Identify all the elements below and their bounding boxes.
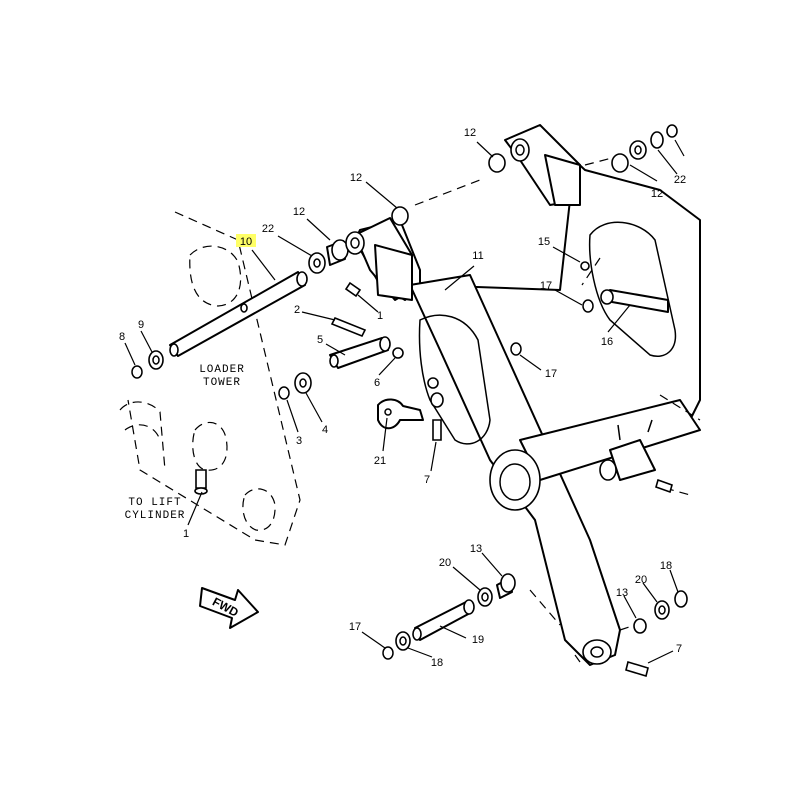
pin-19	[412, 599, 475, 641]
callout-17: 17	[545, 368, 557, 380]
pin-5	[329, 336, 391, 369]
washer-22	[308, 252, 326, 274]
callout-18: 18	[660, 560, 672, 572]
boom-arm	[354, 124, 701, 666]
callout-7: 7	[676, 643, 682, 655]
bushing-12-right	[611, 124, 678, 173]
fitting-7-upper	[427, 377, 444, 441]
grease-fitting-1-bottom	[194, 469, 208, 495]
callout-13: 13	[470, 543, 482, 555]
callout-11: 11	[472, 250, 483, 262]
callout-19: 19	[472, 634, 484, 646]
to-lift-cylinder-line-1: TO LIFT	[128, 497, 181, 509]
bushing-12-top	[391, 138, 530, 226]
callout-17: 17	[349, 621, 361, 633]
callout-12: 12	[464, 127, 476, 139]
plate-21	[377, 398, 424, 430]
ring-17-upper	[582, 299, 594, 313]
callout-20: 20	[439, 557, 451, 569]
callout-13: 13	[616, 587, 628, 599]
callout-3: 3	[296, 435, 302, 447]
washer-18-lower	[395, 631, 411, 651]
callout-22: 22	[262, 223, 274, 235]
leader-lines	[124, 139, 685, 664]
callout-10: 10	[240, 236, 252, 248]
to-lift-cylinder-label: TO LIFT CYLINDER	[125, 497, 186, 522]
lever-16	[600, 289, 669, 313]
callout-7: 7	[424, 474, 430, 486]
callout-22: 22	[674, 174, 686, 186]
bushing-13-lower	[496, 573, 516, 599]
callout-21: 21	[374, 455, 386, 467]
fitting-15	[580, 261, 590, 271]
callout-4: 4	[322, 424, 328, 436]
loader-tower-line-1: LOADER	[199, 364, 245, 376]
pin-10	[169, 271, 308, 357]
callout-1: 1	[377, 310, 383, 322]
callout-15: 15	[538, 236, 550, 248]
callout-labels: 10 22 12 12 12 12 22 15 11 17 16 17 8 9 …	[119, 127, 686, 669]
callout-18: 18	[431, 657, 443, 669]
callout-12: 12	[651, 188, 663, 200]
washer-4	[294, 372, 312, 394]
to-lift-cylinder-line-2: CYLINDER	[125, 510, 186, 522]
callout-5: 5	[317, 334, 323, 346]
loader-tower-label: LOADER TOWER	[199, 364, 245, 389]
callout-20: 20	[635, 574, 647, 586]
loader-tower-line-2: TOWER	[203, 377, 241, 389]
callout-17: 17	[540, 280, 552, 292]
ring-17-middle	[510, 342, 522, 356]
fitting-right-side	[655, 478, 673, 494]
ring-3	[278, 386, 290, 400]
retainer-ring-8	[131, 365, 143, 379]
callout-1: 1	[183, 528, 189, 540]
callout-8: 8	[119, 331, 125, 343]
callout-highlight	[236, 234, 256, 247]
forward-direction-arrow: FWD	[199, 587, 259, 629]
bushing-12-left	[326, 231, 365, 266]
callout-12: 12	[293, 206, 305, 218]
washer-20-lower	[477, 587, 493, 607]
bolt-2	[330, 316, 367, 338]
washer-9	[148, 350, 164, 370]
bushing-13-right	[633, 618, 647, 634]
washer-18-right	[674, 590, 688, 608]
washer-20-right	[654, 600, 670, 620]
nut-6	[392, 347, 404, 359]
callout-6: 6	[374, 377, 380, 389]
grease-fitting-1-top	[344, 281, 362, 298]
callout-2: 2	[294, 304, 300, 316]
callout-12: 12	[350, 172, 362, 184]
ring-17-lower	[382, 646, 394, 660]
callout-9: 9	[138, 319, 144, 331]
fitting-7-lower	[625, 660, 649, 678]
callout-16: 16	[601, 336, 613, 348]
